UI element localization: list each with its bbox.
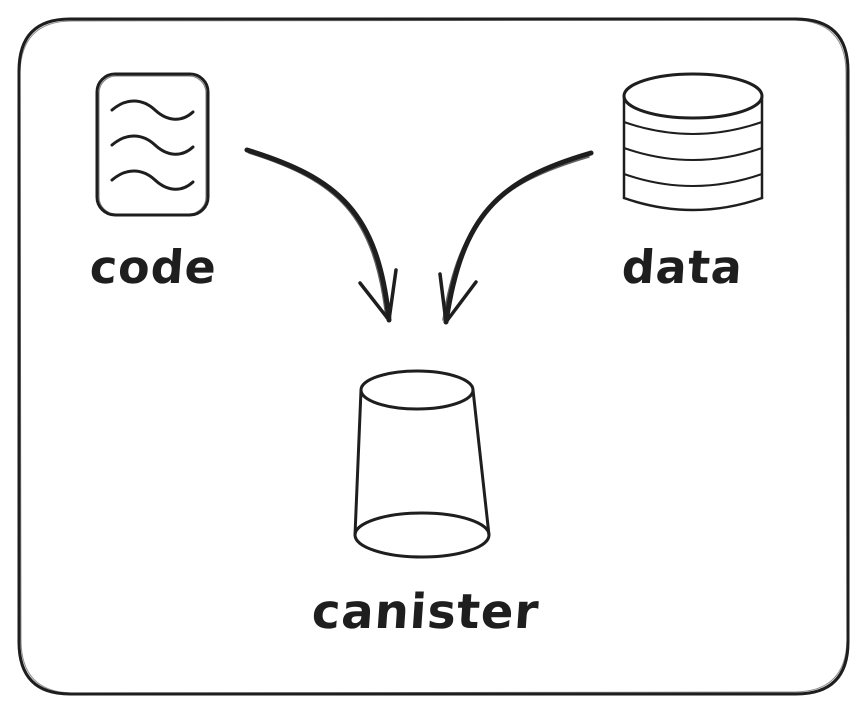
arrow-code-to-canister (244, 147, 398, 323)
data-label: data (620, 240, 745, 294)
canister-label: canister (310, 584, 542, 640)
database-icon (622, 72, 764, 212)
diagram-frame (17, 17, 850, 696)
diagram-frame-sketch (19, 19, 848, 694)
code-label: code (88, 240, 219, 294)
arrow-data-to-canister (438, 150, 594, 325)
code-file-icon (95, 72, 210, 217)
canister-icon (353, 369, 491, 559)
